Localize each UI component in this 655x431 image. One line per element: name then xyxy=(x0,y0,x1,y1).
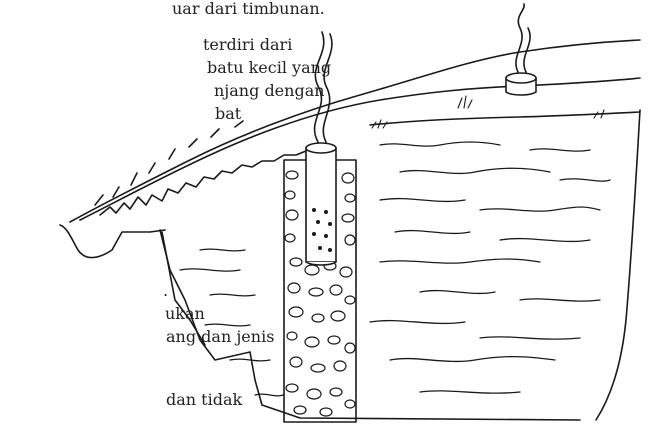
text-line-3: batu kecil yang xyxy=(207,57,331,79)
text-line-2: terdiri dari xyxy=(203,34,292,56)
text-line-6: . xyxy=(163,280,168,302)
text-line-8: ang dan jenis xyxy=(166,326,274,348)
text-line-5: bat xyxy=(215,103,241,125)
text-line-1: uar dari timbunan. xyxy=(172,0,325,20)
text-line-9: dan tidak xyxy=(166,389,242,411)
text-line-4: njang dengan xyxy=(214,80,325,102)
text-line-7: ukan xyxy=(165,303,205,325)
